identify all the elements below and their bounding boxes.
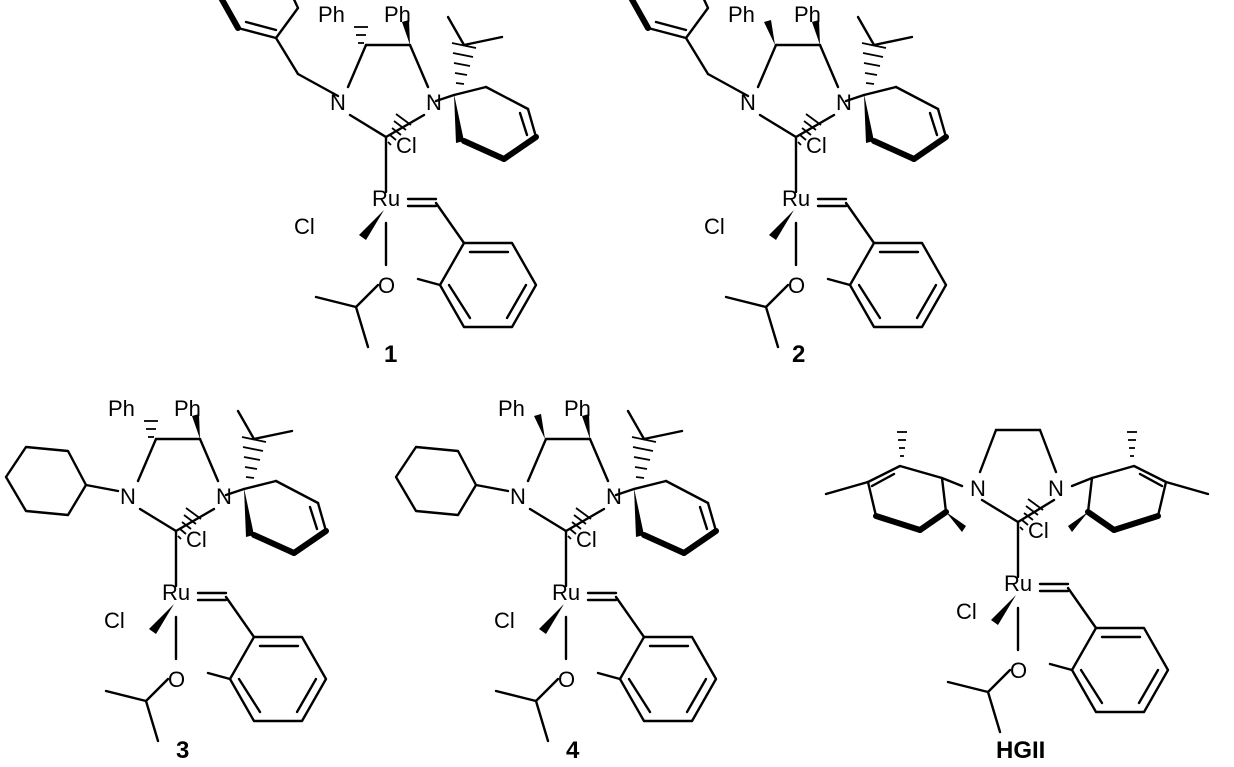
cl-label: Cl — [104, 608, 125, 633]
ru-label: Ru — [162, 580, 190, 605]
n-label: N — [606, 484, 622, 509]
n-label: N — [970, 476, 986, 501]
compound-label: 1 — [384, 341, 397, 368]
n-label: N — [330, 90, 346, 115]
ph-label: Ph — [108, 396, 135, 421]
cl-label: Cl — [294, 214, 315, 239]
ru-label: Ru — [552, 580, 580, 605]
cl-label: Cl — [1028, 518, 1049, 543]
ph-label: Ph — [318, 2, 345, 27]
cl-label: Cl — [956, 599, 977, 624]
cl-label: Cl — [806, 133, 827, 158]
n-label: N — [510, 484, 526, 509]
ph-label: Ph — [174, 396, 201, 421]
compound-label: 4 — [566, 737, 580, 764]
ru-label: Ru — [372, 186, 400, 211]
cl-label: Cl — [576, 527, 597, 552]
ph-label: Ph — [728, 2, 755, 27]
compound-hgii: N N Cl Ru Cl O HGII — [824, 428, 1210, 764]
o-label: O — [378, 273, 395, 298]
ph-label: Ph — [384, 2, 411, 27]
compound-label: 2 — [792, 341, 805, 368]
compound-label: HGII — [996, 737, 1045, 764]
ru-label: Ru — [782, 186, 810, 211]
n-label: N — [1048, 476, 1064, 501]
compound-4: Ph Ph N N Cl Ru Cl O 4 — [394, 396, 716, 764]
n-label: N — [120, 484, 136, 509]
ru-label: Ru — [1004, 571, 1032, 596]
cl-label: Cl — [396, 133, 417, 158]
cl-label: Cl — [186, 527, 207, 552]
o-label: O — [558, 667, 575, 692]
o-label: O — [168, 667, 185, 692]
n-label: N — [216, 484, 232, 509]
compound-3: Ph Ph N N Cl Ru Cl O 3 — [4, 396, 326, 764]
ph-label: Ph — [794, 2, 821, 27]
n-label: N — [836, 90, 852, 115]
cl-label: Cl — [704, 214, 725, 239]
compound-1: Ph Ph N N Cl Ru Cl O 1 — [220, 0, 536, 368]
compound-label: 3 — [176, 737, 189, 764]
compound-2: Ph Ph N N Cl Ru Cl O 2 — [630, 0, 946, 368]
cl-label: Cl — [494, 608, 515, 633]
o-label: O — [788, 273, 805, 298]
o-label: O — [1010, 658, 1027, 683]
n-label: N — [426, 90, 442, 115]
ph-label: Ph — [564, 396, 591, 421]
ph-label: Ph — [498, 396, 525, 421]
n-label: N — [740, 90, 756, 115]
